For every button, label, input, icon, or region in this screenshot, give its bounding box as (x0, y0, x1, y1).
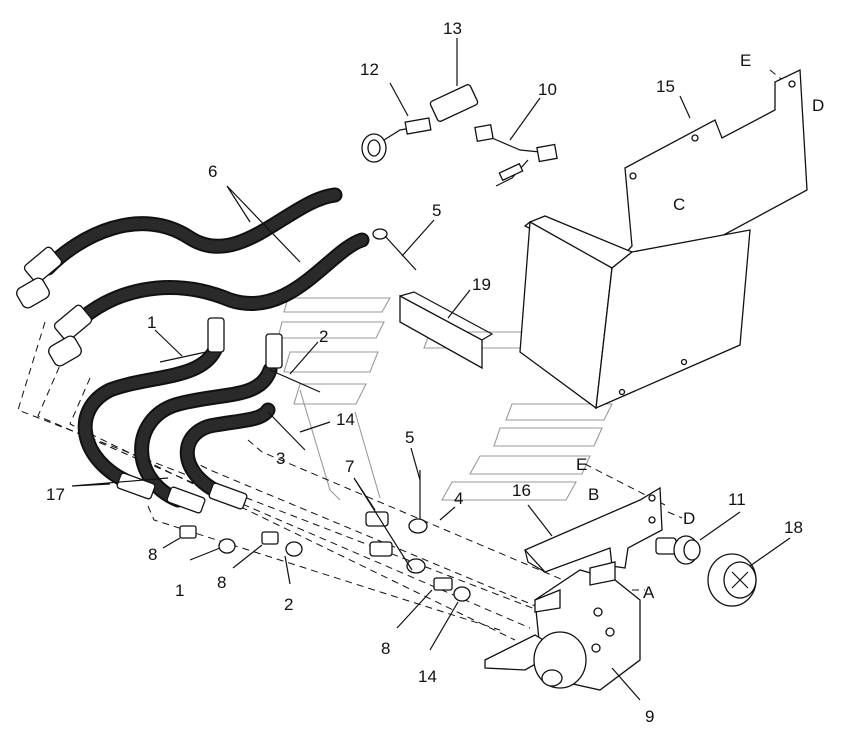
label-1-top: 1 (147, 313, 156, 332)
label-8-left: 8 (148, 545, 157, 564)
leader-lines (71, 38, 791, 701)
label-19: 19 (472, 275, 491, 294)
label-17: 17 (46, 485, 65, 504)
label-E-top: E (740, 51, 751, 70)
label-8-middle: 8 (217, 573, 226, 592)
label-D-top: D (812, 96, 824, 115)
valve-body-9 (484, 561, 641, 691)
cap-18 (707, 553, 757, 607)
shroud-cover (519, 215, 751, 410)
label-13: 13 (443, 19, 462, 38)
label-5-top: 5 (432, 201, 441, 220)
label-3: 3 (276, 449, 285, 468)
fittings (179, 511, 471, 602)
callout-labels: 6 5 1 2 14 3 12 13 10 15 E D C 19 17 7 5… (46, 19, 824, 726)
label-14-top: 14 (336, 410, 355, 429)
label-D-bottom: D (683, 509, 695, 528)
label-B: B (588, 485, 599, 504)
label-4: 4 (454, 489, 463, 508)
label-2-top: 2 (319, 327, 328, 346)
label-15: 15 (656, 77, 675, 96)
electrical-connectors (361, 84, 558, 187)
label-16: 16 (512, 481, 531, 500)
connector-11 (655, 535, 701, 565)
long-hoses (16, 187, 370, 367)
label-11: 11 (728, 490, 746, 509)
label-5-bottom: 5 (405, 428, 414, 447)
mounting-bracket (523, 486, 663, 573)
label-6: 6 (208, 162, 217, 181)
label-7: 7 (345, 457, 354, 476)
label-A: A (643, 583, 655, 602)
label-1-bottom: 1 (175, 581, 184, 600)
plate-19 (399, 291, 494, 370)
short-hoses (77, 317, 283, 514)
label-18: 18 (784, 518, 803, 537)
label-C: C (673, 195, 685, 214)
label-12: 12 (360, 60, 379, 79)
label-2-bottom: 2 (284, 595, 293, 614)
label-8-right: 8 (381, 639, 390, 658)
label-9: 9 (645, 707, 654, 726)
label-10: 10 (538, 80, 557, 99)
label-14-bottom: 14 (418, 667, 437, 686)
label-E-bottom: E (576, 455, 587, 474)
